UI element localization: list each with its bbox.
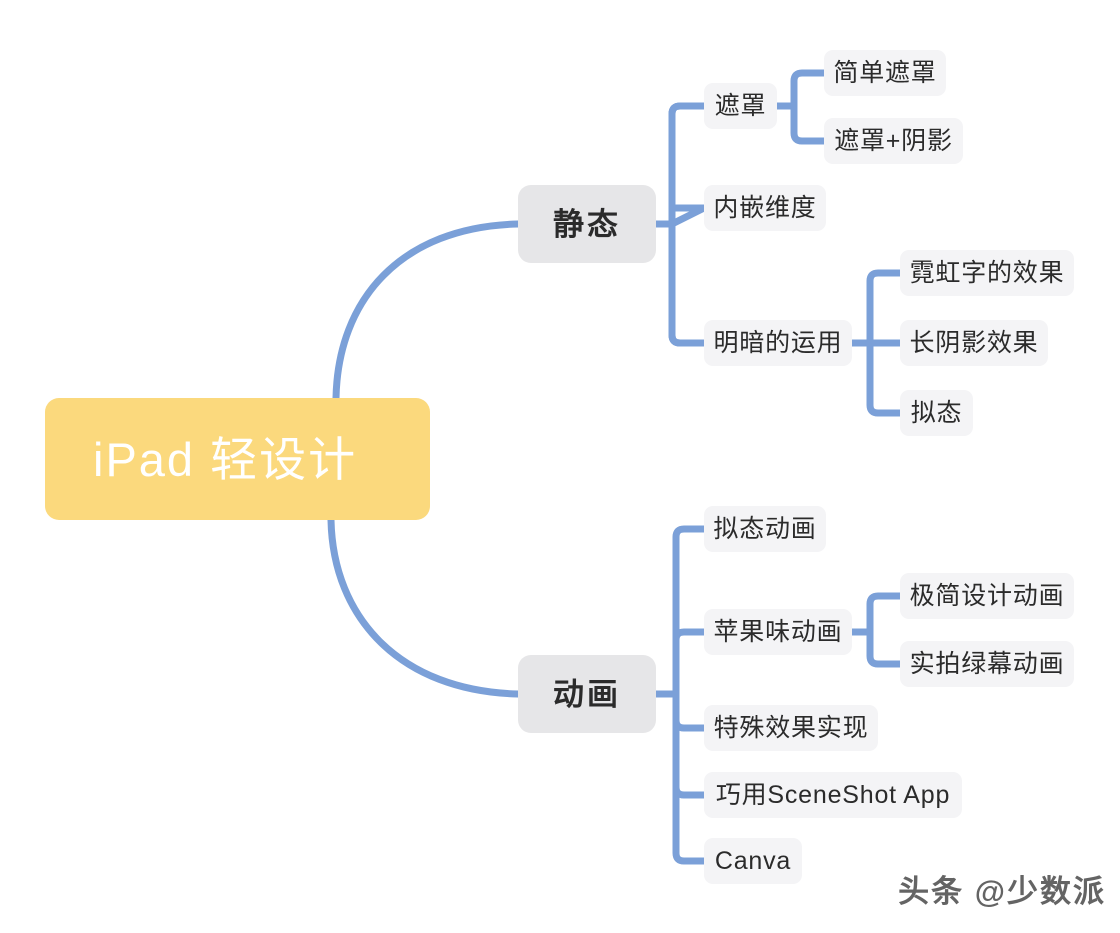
- node-nitai[interactable]: 拟态: [900, 390, 973, 436]
- node-zhezhao-yinying-label: 遮罩+阴影: [834, 126, 953, 155]
- node-nihong-zi-xiaoguo-label: 霓虹字的效果: [909, 258, 1065, 287]
- node-teshu-xiaoguo-shixian[interactable]: 特殊效果实现: [704, 705, 878, 751]
- node-shipai-lvmu-donghua[interactable]: 实拍绿幕动画: [900, 641, 1074, 687]
- node-nitai-label: 拟态: [910, 398, 963, 427]
- watermark: 头条 @少数派: [898, 866, 1106, 911]
- node-nitai-donghua-label: 拟态动画: [713, 514, 817, 543]
- edge-mingan-trunk-top: [866, 269, 904, 347]
- node-neiqian-weidu-label: 内嵌维度: [713, 193, 817, 222]
- node-teshu-xiaoguo-shixian-label: 特殊效果实现: [713, 713, 869, 742]
- node-shipai-lvmu-donghua-label: 实拍绿幕动画: [909, 649, 1065, 678]
- node-zhezhao[interactable]: 遮罩: [704, 83, 777, 129]
- root-node[interactable]: iPad 轻设计: [45, 398, 430, 520]
- edge-zhezhao-trunk-top: [790, 69, 828, 110]
- edge-donghua-trunk-c2: [672, 628, 708, 698]
- node-jiandan-zhezhao[interactable]: 简单遮罩: [824, 50, 946, 96]
- node-canva[interactable]: Canva: [704, 838, 802, 884]
- watermark-text: 头条 @少数派: [898, 874, 1106, 909]
- node-zhezhao-label: 遮罩: [714, 91, 767, 120]
- root-node-label: iPad 轻设计: [93, 432, 358, 486]
- edge-zhezhao-trunk-bottom: [790, 102, 828, 145]
- node-zhezhao-yinying[interactable]: 遮罩+阴影: [824, 118, 963, 164]
- edge-donghua-trunk-c3: [672, 690, 708, 732]
- node-jiandan-zhezhao-label: 简单遮罩: [833, 58, 937, 87]
- branch-node-jingtai[interactable]: 静态: [518, 185, 656, 263]
- edge-root-to-donghua: [327, 516, 522, 698]
- node-jijian-sheji-donghua[interactable]: 极简设计动画: [900, 573, 1074, 619]
- edge-donghua-trunk-c4: [672, 690, 708, 799]
- node-canva-label: Canva: [714, 846, 792, 875]
- node-mingan-de-yunyong[interactable]: 明暗的运用: [704, 320, 852, 366]
- edge-donghua-trunk-c1: [672, 525, 708, 698]
- edge-jingtai-trunk-bottom: [668, 220, 708, 347]
- node-nihong-zi-xiaoguo[interactable]: 霓虹字的效果: [900, 250, 1074, 296]
- node-pingguowei-donghua-label: 苹果味动画: [713, 617, 843, 646]
- node-jijian-sheji-donghua-label: 极简设计动画: [909, 581, 1065, 610]
- node-pingguowei-donghua[interactable]: 苹果味动画: [704, 609, 852, 655]
- node-qiaoyong-sceneshot-app[interactable]: 巧用SceneShot App: [704, 772, 962, 818]
- branch-node-donghua[interactable]: 动画: [518, 655, 656, 733]
- node-neiqian-weidu[interactable]: 内嵌维度: [704, 185, 826, 231]
- edge-mingan-trunk-bottom: [866, 339, 904, 417]
- branch-node-donghua-label: 动画: [553, 676, 621, 712]
- edge-pingguo-trunk-top: [866, 592, 904, 636]
- edge-jingtai-trunk-top: [668, 102, 708, 228]
- edge-root-to-jingtai: [332, 220, 522, 402]
- node-qiaoyong-sceneshot-app-label: 巧用SceneShot App: [715, 780, 951, 809]
- branch-node-jingtai-label: 静态: [553, 206, 621, 242]
- node-changyinying-xiaoguo-label: 长阴影效果: [909, 328, 1039, 357]
- edge-jingtai-trunk: [668, 102, 708, 347]
- node-nitai-donghua[interactable]: 拟态动画: [704, 506, 826, 552]
- node-mingan-de-yunyong-label: 明暗的运用: [713, 328, 843, 357]
- node-changyinying-xiaoguo[interactable]: 长阴影效果: [900, 320, 1048, 366]
- edge-donghua-trunk-c5: [672, 690, 708, 865]
- edge-pingguo-trunk-bottom: [866, 628, 904, 668]
